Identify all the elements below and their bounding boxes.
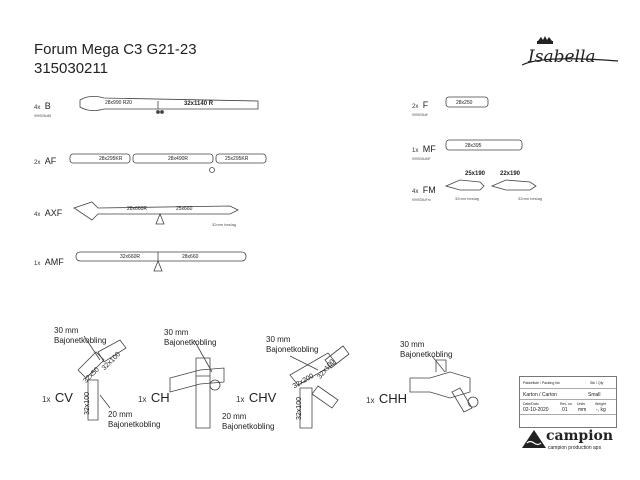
part-qty: 1x [34,261,41,267]
part-mf-label: 1x MF 999535uMF [412,139,436,161]
dim-label: 32x660R [120,254,141,260]
part-code: MF [422,144,436,154]
part-code: FM [422,185,436,195]
svg-text:Isabella: Isabella [527,47,596,67]
part-code: F [422,100,429,110]
qty-label: Stk / Qty [590,381,604,385]
connector-qty: 1x [236,395,245,404]
part-qty: 4x [34,212,41,218]
weight-header: Weight [595,402,606,406]
part-code: AMF [44,257,64,267]
mount-note: 32mm beslag [455,196,480,201]
part-qty: 4x [34,105,41,111]
connector-cv-label: 1x CV [42,389,73,407]
part-af-label: 2x AF [34,151,56,169]
product-name: Forum Mega C3 G21-23 [34,41,197,58]
tube-af [69,153,267,173]
part-sub: 999535ull8 [34,114,52,118]
units-header: Units [577,402,585,406]
dim-label: 28x660R [127,206,148,212]
title-block: Pakkeliste / Packing list Stk / Qty Kart… [519,376,617,428]
date-header: Date/Dato [523,402,539,406]
connector-qty: 1x [42,395,51,404]
isabella-logo: Isabella [521,36,619,67]
document-title: Forum Mega C3 G21-23 315030211 [34,40,197,78]
dim-label: 22x190 [500,171,521,177]
dim-label: 25x660 [176,206,193,212]
part-qty: 2x [412,104,419,110]
campion-logo: campion campion production aps [522,428,618,454]
rev-header: Rev. no [560,402,572,406]
dim-label: 28x395 [465,143,482,149]
tube-axf [73,201,239,225]
weight-value: -, kg [596,407,606,413]
connector-code: CH [150,390,170,405]
dim-label: 28x295KR [99,156,123,162]
part-sub: 999535uff [412,113,428,117]
part-f-label: 2x F 999535uff [412,95,428,117]
dim-label: 25x295KR [225,156,249,162]
tube-amf [75,251,247,272]
part-amf-label: 1x AMF [34,252,64,270]
part-qty: 1x [412,148,419,154]
mount-note: 32mm beslag [212,222,237,227]
bayonet-note: 30 mm Bajonetkobling [400,340,453,359]
company-name: campion [546,428,614,444]
units-value: mm [578,407,587,413]
connector-code: CHV [248,390,277,405]
connector-chh-label: 1x CHH [366,390,407,408]
carton-size: Small [588,392,601,398]
part-sub: 999535uMF [412,157,431,161]
packing-list-label: Pakkeliste / Packing list [523,381,560,385]
campion-mark-icon [522,430,546,448]
bayonet-note: 30 mm Bajonetkobling [164,328,217,347]
dim-label: 25x190 [465,171,486,177]
carton-label: Karton / Carton [523,392,557,398]
connector-cv [77,335,127,421]
dim-label: 28x660 [182,254,199,260]
product-number: 315030211 [34,60,108,77]
bayonet-note: 20 mm Bajonetkobling [222,412,275,431]
bayonet-note: 30 mm Bajonetkobling [266,335,319,354]
part-qty: 2x [34,160,41,166]
connector-code: CV [54,390,73,405]
part-code: B [44,101,51,111]
dim-label: 32x100 [83,392,91,415]
mount-note: 32mm beslag [518,196,543,201]
rev-value: 01 [562,407,568,413]
connector-chv [289,345,350,429]
connector-code: CHH [378,391,408,406]
dim-label: 32x100 [295,397,303,420]
dim-label: 28x250 [456,100,473,106]
date-value: 02-10-2020 [523,407,549,413]
dim-label: 28x490R [168,156,189,162]
connector-qty: 1x [366,396,375,405]
part-code: AXF [44,208,63,218]
connector-qty: 1x [138,395,147,404]
part-b-label: 4x B 999535ull8 [34,96,51,118]
part-code: AF [44,156,57,166]
tube-fm [444,179,537,191]
connector-chh [409,355,479,413]
tube-f [445,96,489,108]
part-axf-label: 4x AXF [34,203,62,221]
connector-chv-label: 1x CHV [236,389,276,407]
dim-label: 32x1140 R [184,101,214,107]
part-fm-label: 4x FM 999535uFm [412,180,436,202]
bayonet-note: 30 mm Bajonetkobling [54,326,107,345]
connector-ch [169,339,225,429]
tube-mf [445,139,523,151]
bayonet-note: 20 mm Bajonetkobling [108,410,161,429]
part-sub: 999535uFm [412,198,431,202]
connector-ch-label: 1x CH [138,389,170,407]
part-qty: 4x [412,189,419,195]
tube-b [79,96,259,114]
company-sub: campion production aps [548,445,602,451]
dim-label: 28x990 R20 [105,100,132,106]
